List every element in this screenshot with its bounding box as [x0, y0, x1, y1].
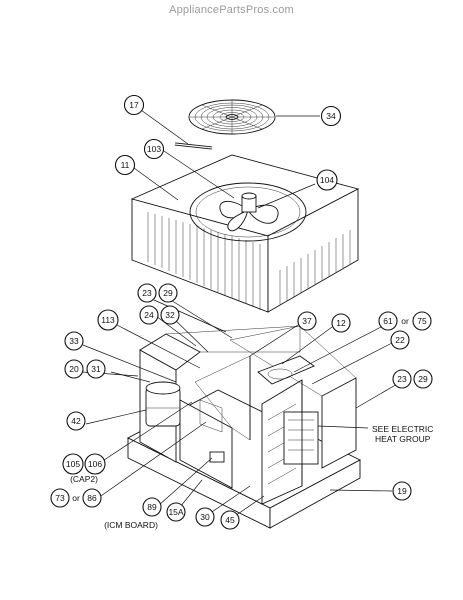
svg-text:22: 22: [395, 335, 405, 345]
fan-guard: [188, 99, 276, 135]
or-label-61-75: or: [401, 316, 409, 326]
callout-29-top: 29: [158, 283, 178, 303]
svg-text:42: 42: [71, 416, 81, 426]
callout-11: 11: [114, 154, 136, 176]
callout-29-right: 29: [413, 369, 433, 389]
svg-text:23: 23: [397, 374, 407, 384]
svg-text:106: 106: [88, 459, 102, 469]
fan-rod: [174, 142, 213, 150]
svg-text:12: 12: [336, 318, 346, 328]
svg-text:45: 45: [225, 515, 235, 525]
svg-text:73: 73: [55, 493, 65, 503]
svg-text:37: 37: [302, 316, 312, 326]
callout-37: 37: [297, 311, 317, 331]
callout-75: 75: [412, 311, 432, 331]
callout-113: 113: [97, 309, 119, 331]
callout-33: 33: [64, 331, 84, 351]
leader-lines: [81, 109, 400, 519]
svg-text:11: 11: [121, 160, 130, 170]
watermark: AppliancePartsPros.com: [169, 4, 294, 16]
svg-text:33: 33: [69, 336, 79, 346]
callout-34: 34: [320, 105, 342, 127]
svg-text:19: 19: [397, 486, 407, 496]
svg-text:104: 104: [320, 175, 334, 185]
svg-text:17: 17: [129, 100, 139, 110]
svg-text:89: 89: [147, 502, 157, 512]
callout-42: 42: [66, 411, 86, 431]
callout-31: 31: [86, 359, 106, 379]
callout-45: 45: [220, 510, 240, 530]
callout-61: 61: [378, 311, 398, 331]
callout-23-top: 23: [137, 283, 157, 303]
svg-text:20: 20: [69, 364, 79, 374]
svg-text:29: 29: [418, 374, 428, 384]
electric-heat: [283, 411, 319, 465]
svg-text:34: 34: [326, 111, 336, 121]
svg-text:30: 30: [200, 512, 210, 522]
callout-73: 73: [50, 488, 70, 508]
see-electric-label: SEE ELECTRIC: [372, 424, 433, 434]
callout-104: 104: [316, 169, 338, 191]
callout-24: 24: [139, 305, 159, 325]
compressor: [145, 381, 181, 427]
or-label-73-86: or: [72, 493, 80, 503]
svg-text:24: 24: [144, 310, 154, 320]
callout-103: 103: [143, 138, 165, 160]
callout-20: 20: [64, 359, 84, 379]
cap2-label: (CAP2): [70, 474, 98, 484]
svg-text:31: 31: [91, 364, 101, 374]
callout-89: 89: [142, 497, 162, 517]
callout-19: 19: [392, 481, 412, 501]
svg-text:15A: 15A: [168, 507, 183, 517]
callout-17: 17: [123, 94, 145, 116]
callout-32: 32: [160, 305, 180, 325]
callout-15a: 15A: [166, 502, 186, 522]
callout-23-right: 23: [392, 369, 412, 389]
base-cabinet: [127, 325, 361, 529]
svg-text:29: 29: [163, 288, 173, 298]
callout-22: 22: [390, 330, 410, 350]
icm-board-label: (ICM BOARD): [104, 520, 158, 530]
callout-30: 30: [195, 507, 215, 527]
svg-text:61: 61: [383, 316, 393, 326]
callout-106: 106: [84, 453, 106, 475]
callout-86: 86: [82, 488, 102, 508]
heat-group-label: HEAT GROUP: [375, 434, 431, 444]
fan-motor: [241, 192, 257, 213]
svg-text:105: 105: [66, 459, 80, 469]
callout-105: 105: [62, 453, 84, 475]
svg-text:113: 113: [101, 315, 115, 325]
svg-text:23: 23: [142, 288, 152, 298]
callout-12: 12: [331, 313, 351, 333]
svg-text:75: 75: [417, 316, 427, 326]
svg-text:86: 86: [87, 493, 97, 503]
svg-text:103: 103: [147, 144, 161, 154]
svg-text:32: 32: [165, 310, 175, 320]
